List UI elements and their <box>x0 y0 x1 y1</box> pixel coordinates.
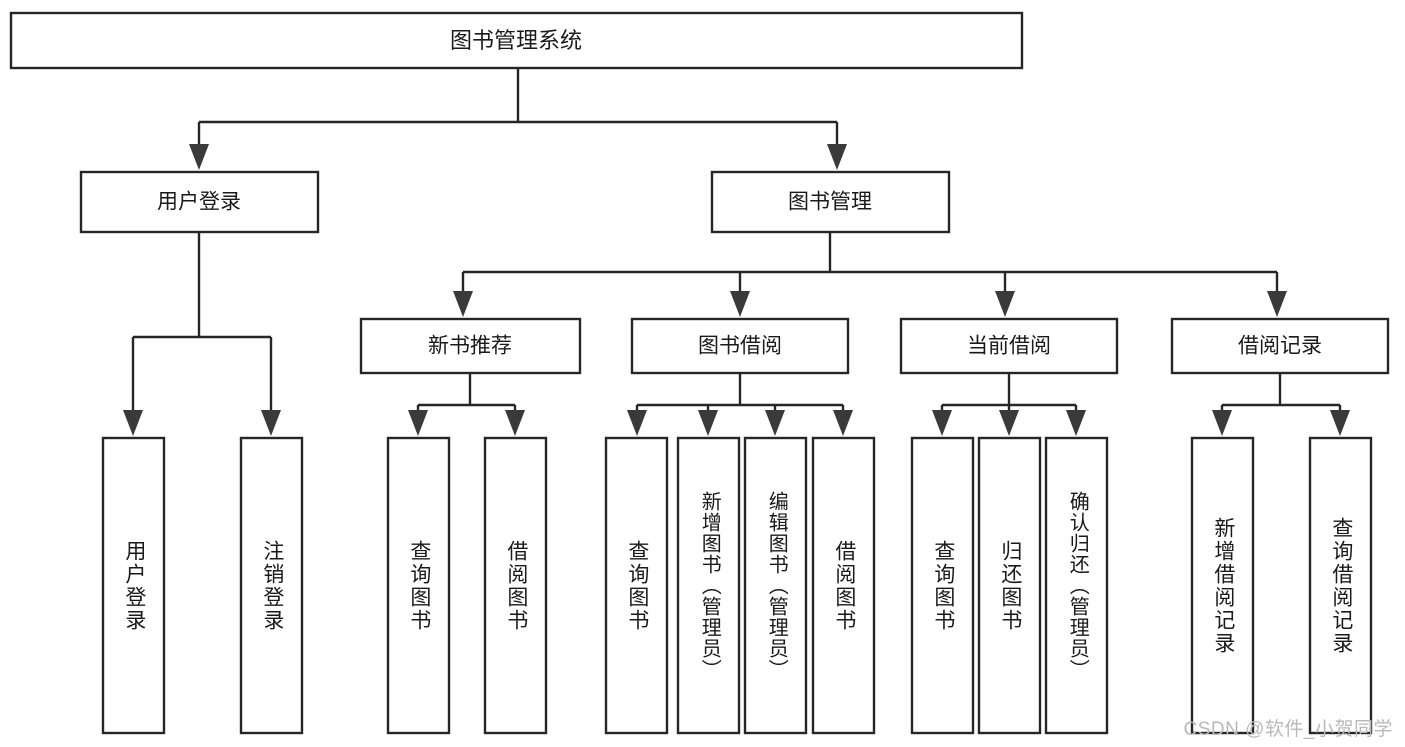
new-book-recommend-box[interactable] <box>359 317 582 375</box>
leaf-box-query-book-2[interactable] <box>604 436 669 735</box>
leaf-box-edit-book[interactable] <box>743 436 808 735</box>
leaf-box-query-record[interactable] <box>1308 436 1373 735</box>
connector-current-borrow-to-leaves <box>932 373 1086 436</box>
user-login-label: 用户登录 <box>157 191 241 214</box>
current-borrow-label: 当前借阅 <box>967 335 1051 358</box>
node-new-book-recommend[interactable]: 新书推荐 <box>359 317 582 375</box>
node-root[interactable]: 图书管理系统 <box>9 11 1024 70</box>
root-label: 图书管理系统 <box>450 28 582 53</box>
connector-new-book-recommend-to-leaves <box>408 373 525 436</box>
node-book-borrow[interactable]: 图书借阅 <box>630 317 850 375</box>
arrow-to-user-login <box>189 144 209 170</box>
book-manage-label: 图书管理 <box>788 191 872 214</box>
node-user-login[interactable]: 用户登录 <box>79 170 320 234</box>
connector-book-borrow-to-leaves <box>627 373 853 436</box>
borrow-record-label: 借阅记录 <box>1238 335 1322 358</box>
leaf-box-add-record[interactable] <box>1190 436 1255 735</box>
leaf-box-user-login[interactable] <box>101 436 166 735</box>
user-login-box[interactable] <box>79 170 320 234</box>
node-current-borrow[interactable]: 当前借阅 <box>899 317 1119 375</box>
leaf-box-borrow-book-1[interactable] <box>483 436 548 735</box>
leaf-box-return-book[interactable] <box>977 436 1042 735</box>
leaf-box-add-book[interactable] <box>676 436 741 735</box>
leaf-box-borrow-book-2[interactable] <box>811 436 876 735</box>
leaf-box-query-book-1[interactable] <box>386 436 451 735</box>
root-box[interactable] <box>9 11 1024 70</box>
node-borrow-record[interactable]: 借阅记录 <box>1170 317 1390 375</box>
current-borrow-box[interactable] <box>899 317 1119 375</box>
connector-user-login-to-leaves <box>123 232 281 436</box>
connector-root-to-level2 <box>189 68 847 170</box>
leaf-box-confirm-return[interactable] <box>1044 436 1109 735</box>
watermark-text: CSDN @软件_小贺同学 <box>1183 719 1393 740</box>
book-borrow-label: 图书借阅 <box>698 335 782 358</box>
new-book-recommend-label: 新书推荐 <box>428 335 512 358</box>
node-book-manage[interactable]: 图书管理 <box>710 170 951 234</box>
leaf-box-logout-login[interactable] <box>239 436 304 735</box>
connector-book-manage-to-level3 <box>453 232 1287 317</box>
connector-borrow-record-to-leaves <box>1212 373 1350 436</box>
leaf-box-query-book-3[interactable] <box>910 436 975 735</box>
arrow-to-book-manage <box>827 144 847 170</box>
